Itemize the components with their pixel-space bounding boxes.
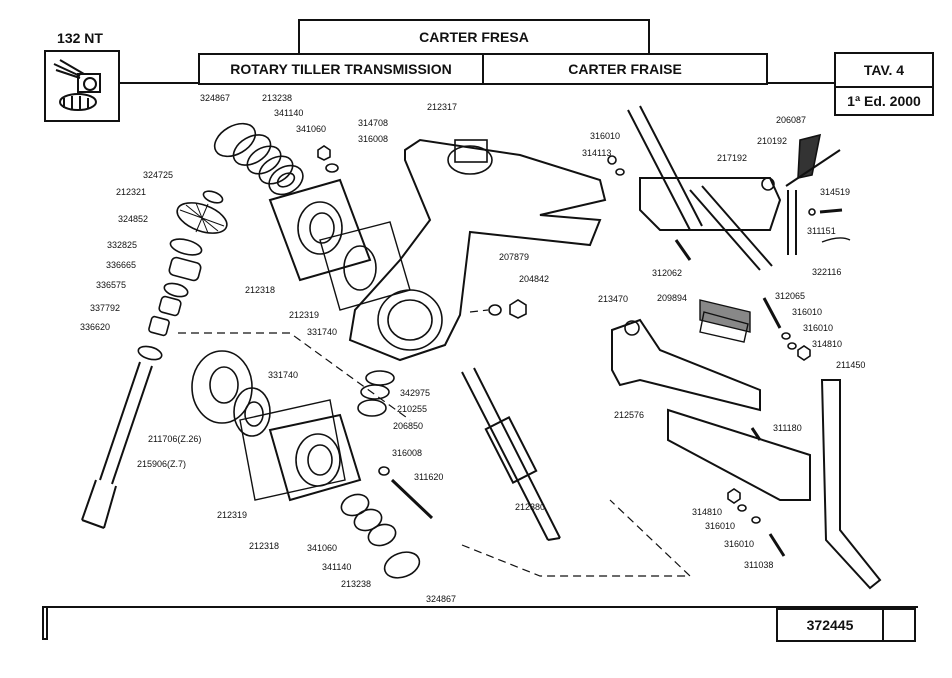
part-label[interactable]: 311038 xyxy=(744,560,774,570)
washer xyxy=(325,163,339,173)
shim-ring xyxy=(258,155,294,185)
part-label[interactable]: 311151 xyxy=(807,226,836,236)
part-label[interactable]: 207879 xyxy=(499,252,530,262)
part-label[interactable]: 324867 xyxy=(426,594,457,604)
bevel-gear xyxy=(176,202,228,234)
part-label[interactable]: 322116 xyxy=(812,267,842,277)
part-label[interactable]: 341140 xyxy=(322,562,352,572)
part-label[interactable]: 342975 xyxy=(400,388,431,398)
rotary-tiller-machine-icon xyxy=(53,59,101,111)
bearing xyxy=(233,387,271,437)
part-label[interactable]: 212321 xyxy=(116,187,147,197)
part-label[interactable]: 209894 xyxy=(657,293,688,303)
footer-empty-cell xyxy=(882,608,916,642)
model-name: 132 NT xyxy=(57,30,103,46)
part-label[interactable]: 213238 xyxy=(262,93,293,103)
part-label[interactable]: 341060 xyxy=(296,124,327,134)
part-label[interactable]: 311180 xyxy=(773,423,802,433)
part-label[interactable]: 210192 xyxy=(757,136,788,146)
part-label[interactable]: 212317 xyxy=(427,102,458,112)
table-number: TAV. 4 xyxy=(834,52,934,88)
depth-bar-bracket xyxy=(639,177,782,231)
part-label[interactable]: 204842 xyxy=(519,274,550,284)
part-label[interactable]: 212576 xyxy=(614,410,645,420)
part-label[interactable]: 324852 xyxy=(118,214,149,224)
part-label[interactable]: 213238 xyxy=(341,579,372,589)
spur-gear xyxy=(191,350,253,424)
nut xyxy=(317,145,331,161)
tine-bracket xyxy=(667,408,811,501)
part-label[interactable]: 341060 xyxy=(307,543,338,553)
part-label[interactable]: 331740 xyxy=(307,327,338,337)
part-label[interactable]: 211450 xyxy=(836,360,866,370)
part-label[interactable]: 314708 xyxy=(358,118,389,128)
part-label[interactable]: 316010 xyxy=(724,539,755,549)
pinion-shaft xyxy=(99,361,153,485)
part-label[interactable]: 312062 xyxy=(652,268,683,278)
part-label[interactable]: 212318 xyxy=(245,285,276,295)
part-label[interactable]: 212318 xyxy=(249,541,280,551)
title-french: CARTER FRAISE xyxy=(482,53,768,85)
part-label[interactable]: 316008 xyxy=(392,448,423,458)
part-label[interactable]: 314519 xyxy=(820,187,851,197)
part-label[interactable]: 314810 xyxy=(692,507,723,517)
part-label[interactable]: 215906(Z.7) xyxy=(137,459,187,469)
hitch-plate xyxy=(699,299,751,333)
edition: 1ª Ed. 2000 xyxy=(834,86,934,116)
part-label[interactable]: 337792 xyxy=(90,303,121,313)
part-label[interactable]: 312065 xyxy=(775,291,806,301)
part-label[interactable]: 324867 xyxy=(200,93,231,103)
title-english: ROTARY TILLER TRANSMISSION xyxy=(198,53,484,85)
part-label[interactable]: 211706(Z.26) xyxy=(148,434,202,444)
part-label[interactable]: 332825 xyxy=(107,240,138,250)
tine-support-arm xyxy=(611,318,761,412)
part-label[interactable]: 217192 xyxy=(717,153,748,163)
part-label[interactable]: 311620 xyxy=(414,472,444,482)
bearing xyxy=(168,256,202,282)
part-label[interactable]: 336575 xyxy=(96,280,127,290)
part-label[interactable]: 314810 xyxy=(812,339,843,349)
bearing xyxy=(268,164,304,196)
handle-grip xyxy=(797,133,822,180)
part-label[interactable]: 336620 xyxy=(80,322,111,332)
part-label[interactable]: 206850 xyxy=(393,421,424,431)
rotor-shaft xyxy=(461,367,561,541)
part-label[interactable]: 213470 xyxy=(598,294,629,304)
circlip-ring xyxy=(213,122,257,158)
flange-housing xyxy=(268,413,362,502)
part-label[interactable]: 212319 xyxy=(289,310,320,320)
machine-thumbnail xyxy=(44,50,120,122)
part-label[interactable]: 316008 xyxy=(358,134,389,144)
part-label[interactable]: 212380 xyxy=(515,502,546,512)
tine-blade xyxy=(820,379,882,590)
gasket xyxy=(239,399,346,501)
footer-rule xyxy=(42,606,918,608)
part-label[interactable]: 341140 xyxy=(274,108,304,118)
shim-ring xyxy=(246,145,282,175)
part-label[interactable]: 212319 xyxy=(217,510,248,520)
part-label[interactable]: 206087 xyxy=(776,115,807,125)
seal-ring xyxy=(232,134,272,166)
part-label[interactable]: 331740 xyxy=(268,370,299,380)
upper-flange-housing xyxy=(268,178,372,282)
part-label[interactable]: 210255 xyxy=(397,404,428,414)
part-label[interactable]: 324725 xyxy=(143,170,174,180)
footer-left-marker xyxy=(42,606,48,640)
part-label[interactable]: 316010 xyxy=(803,323,834,333)
part-label[interactable]: 316010 xyxy=(792,307,823,317)
part-label[interactable]: 336665 xyxy=(106,260,137,270)
part-code: 372445 xyxy=(776,608,884,642)
main-gearbox-casing xyxy=(348,138,607,362)
part-label[interactable]: 314113 xyxy=(582,148,612,158)
part-label[interactable]: 316010 xyxy=(705,521,736,531)
part-label[interactable]: 316010 xyxy=(590,131,621,141)
